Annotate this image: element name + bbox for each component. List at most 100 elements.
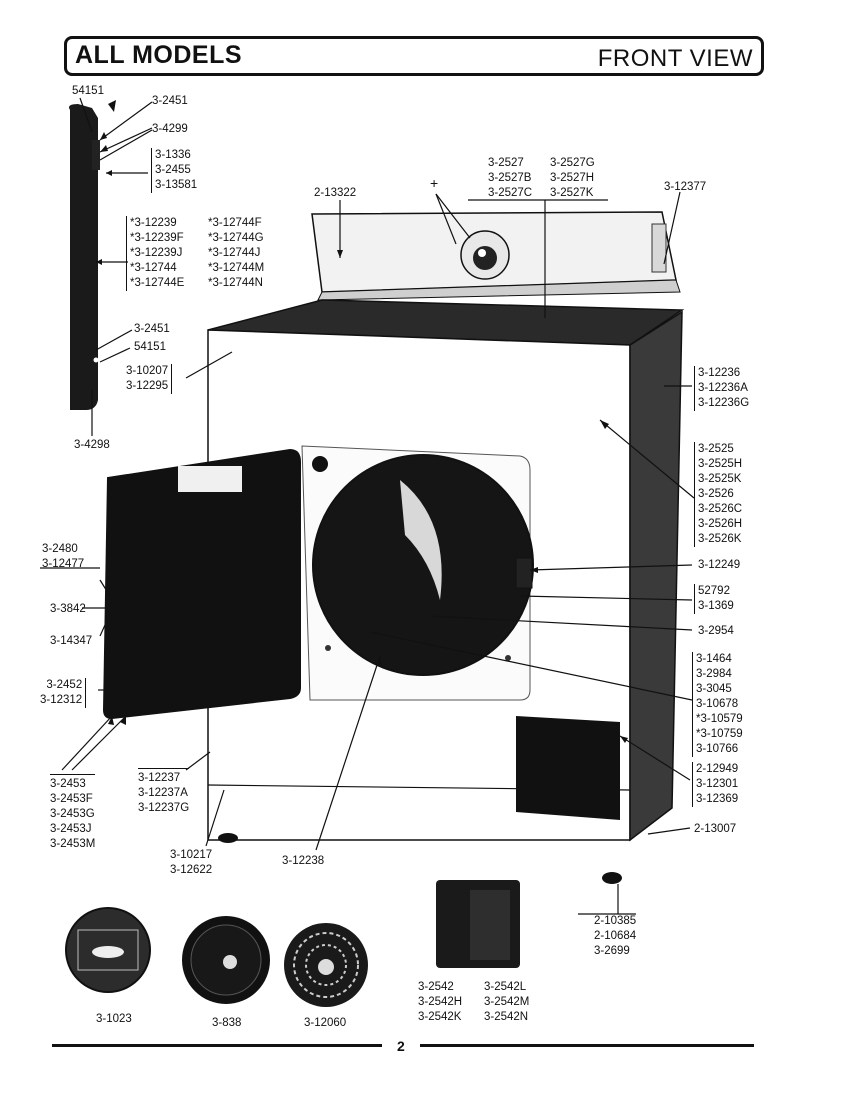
part-group-side-screws: 3-1336 3-2455 3-13581 xyxy=(151,148,197,193)
part-number: 3-2526H xyxy=(698,518,743,530)
footer-rule-left xyxy=(52,1044,382,1047)
part-number: *3-12744 xyxy=(130,262,177,274)
part-number: 3-10207 xyxy=(126,365,169,377)
part-number: 3-10217 xyxy=(170,849,213,861)
part-number: 3-2453M xyxy=(50,838,96,850)
dryer-cabinet xyxy=(207,299,685,884)
part-group-strike: 3-2480 3-12477 xyxy=(42,542,84,572)
part-group-filter-a: 3-2542 3-2542H 3-2542K xyxy=(418,980,462,1025)
arrowheads xyxy=(96,132,628,743)
part-group-top: 3-12236 3-12236A 3-12236G xyxy=(694,366,749,411)
part-number: 3-2455 xyxy=(155,164,191,176)
part-number: 3-2542 xyxy=(418,981,454,993)
part-number: 3-10766 xyxy=(696,743,739,755)
side-panel xyxy=(69,100,116,410)
part-number: 3-2527G xyxy=(550,157,595,169)
part-number: 3-12622 xyxy=(170,864,213,876)
part-label-3-2451-bottom: 3-2451 xyxy=(134,323,170,335)
part-number: 3-12237G xyxy=(138,802,190,814)
part-number: 3-1336 xyxy=(155,149,191,161)
part-group-hinge: 3-2452 3-12312 xyxy=(40,678,87,708)
page-header: ALL MODELS FRONT VIEW xyxy=(64,36,764,76)
part-group-front-panel: 3-1464 3-2984 3-3045 3-10678 *3-10579 *3… xyxy=(692,652,743,757)
part-group-side-panel-a: *3-12239 *3-12239F *3-12239J *3-12744 *3… xyxy=(126,216,184,291)
part-label-2-13322: 2-13322 xyxy=(314,187,357,199)
part-label-2-13007: 2-13007 xyxy=(694,823,737,835)
part-label-3-4299: 3-4299 xyxy=(152,123,188,135)
part-number: 3-12301 xyxy=(696,778,739,790)
part-group-side-panel-b: *3-12744F *3-12744G *3-12744J *3-12744M … xyxy=(208,216,264,291)
part-label-3-12238: 3-12238 xyxy=(282,855,325,867)
part-number: 3-2526 xyxy=(698,488,734,500)
part-number: *3-12239 xyxy=(130,217,177,229)
part-number: 2-10385 xyxy=(594,915,637,927)
part-number: 3-2527K xyxy=(550,187,594,199)
part-number: 3-12236A xyxy=(698,382,748,394)
part-number: 3-2525 xyxy=(698,443,734,455)
part-group-seal: 52792 3-1369 xyxy=(694,584,734,614)
part-number: 3-10678 xyxy=(696,698,739,710)
footer-rule-right xyxy=(420,1044,754,1047)
part-number: 3-2526C xyxy=(698,503,743,515)
part-number: *3-10579 xyxy=(696,713,743,725)
part-number: 3-2525K xyxy=(698,473,742,485)
part-label-3-2954: 3-2954 xyxy=(698,625,734,637)
part-number: 2-10684 xyxy=(594,930,637,942)
part-number: 3-2453 xyxy=(50,778,86,790)
dryer-door xyxy=(102,448,301,720)
part-number: 3-2452 xyxy=(46,679,83,691)
knob-plus-marker: + xyxy=(430,175,439,191)
part-number: 3-12236G xyxy=(698,397,750,409)
part-number: *3-12744F xyxy=(208,217,262,229)
part-group-toe-panel: 2-12949 3-12301 3-12369 xyxy=(692,762,738,807)
part-number: 3-2527B xyxy=(488,172,532,184)
part-group-cabinet: 3-2525 3-2525H 3-2525K 3-2526 3-2526C 3-… xyxy=(694,442,742,547)
part-label-3-1023: 3-1023 xyxy=(96,1013,132,1025)
control-console xyxy=(311,211,681,301)
part-number: 3-3045 xyxy=(696,683,732,695)
part-label-3-12377: 3-12377 xyxy=(664,181,707,193)
part-number: 3-2453J xyxy=(50,823,92,835)
header-view: FRONT VIEW xyxy=(597,45,753,72)
page-number: 2 xyxy=(397,1038,405,1054)
part-number: 3-12236 xyxy=(698,367,741,379)
lint-screen-838 xyxy=(182,916,270,1004)
drum-opening xyxy=(312,454,534,676)
part-label-3-3842: 3-3842 xyxy=(50,603,86,615)
lint-screen-1023 xyxy=(65,907,151,993)
part-group-top-trim: 3-10207 3-12295 xyxy=(126,364,173,394)
part-number: 3-12369 xyxy=(696,793,739,805)
part-number: 3-12237 xyxy=(138,772,181,784)
part-number: 3-2542N xyxy=(484,1011,529,1023)
part-number: 3-2542M xyxy=(484,996,530,1008)
part-number: 3-2453F xyxy=(50,793,93,805)
part-number: 3-2480 xyxy=(42,543,78,555)
part-label-54151-bottom: 54151 xyxy=(134,341,166,353)
part-number: 3-12237A xyxy=(138,787,188,799)
part-number: *3-12744N xyxy=(208,277,263,289)
part-number: 3-2542K xyxy=(418,1011,462,1023)
part-group-front-bottom: 3-12237 3-12237A 3-12237G xyxy=(138,768,190,816)
part-group-leg-b: 2-10385 2-10684 3-2699 xyxy=(594,914,636,959)
header-title: ALL MODELS xyxy=(75,41,243,69)
part-label-3-14347: 3-14347 xyxy=(50,635,93,647)
part-group-door: 3-2453 3-2453F 3-2453G 3-2453J 3-2453M xyxy=(50,774,96,852)
part-number: 3-2526K xyxy=(698,533,742,545)
part-label-3-2451-top: 3-2451 xyxy=(152,95,188,107)
part-label-54151-top: 54151 xyxy=(72,85,104,97)
part-number: 52792 xyxy=(698,585,730,597)
part-number: 3-12477 xyxy=(42,558,85,570)
part-number: 3-12312 xyxy=(40,694,83,706)
lint-screen-12060 xyxy=(284,923,368,1007)
part-group-leg-a: 3-10217 3-12622 xyxy=(170,848,212,878)
part-group-knob-b: 3-2527G 3-2527H 3-2527K xyxy=(550,156,595,201)
part-number: *3-10759 xyxy=(696,728,743,740)
part-label-3-838: 3-838 xyxy=(212,1017,242,1029)
part-number: 3-12295 xyxy=(126,380,169,392)
part-number: *3-12744G xyxy=(208,232,264,244)
part-number: 3-2527C xyxy=(488,187,533,199)
part-number: *3-12239J xyxy=(130,247,183,259)
part-number: *3-12239F xyxy=(130,232,184,244)
part-number: 3-13581 xyxy=(155,179,198,191)
